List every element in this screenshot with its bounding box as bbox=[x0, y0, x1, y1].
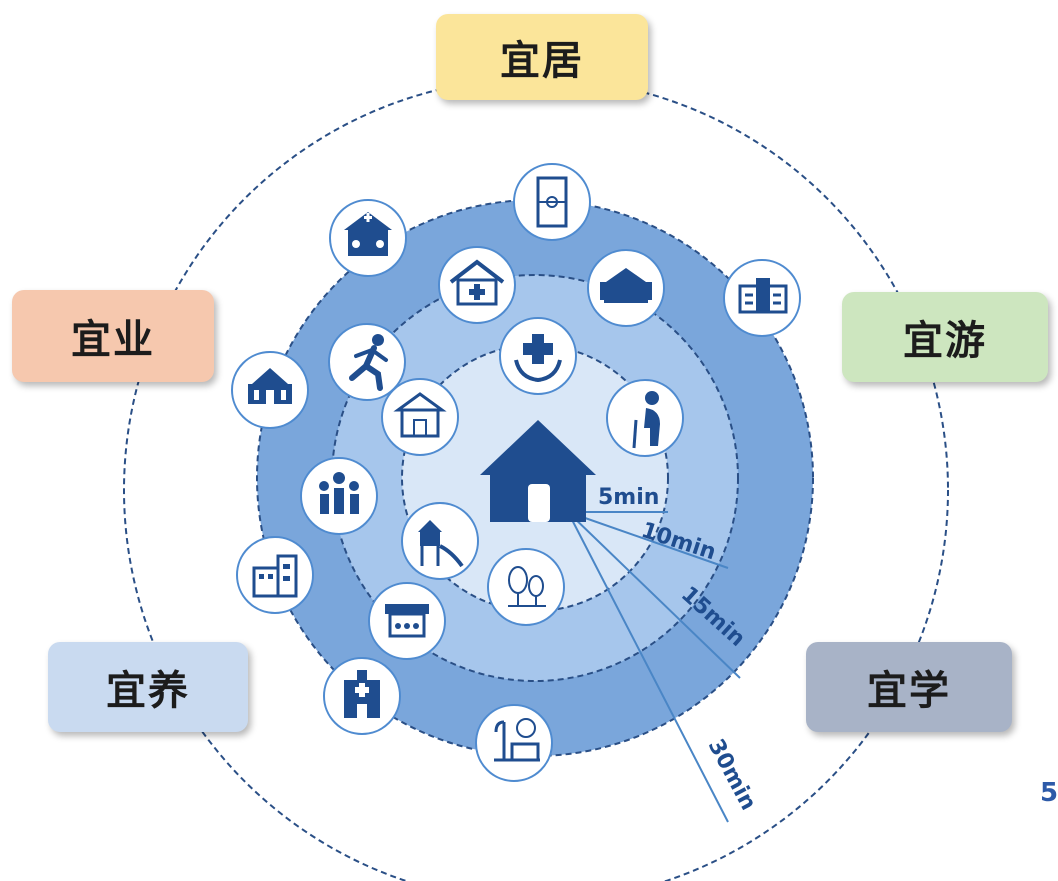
card-elderly-care: 宜养 bbox=[48, 642, 248, 732]
edge-text-fragment: 5 bbox=[1040, 778, 1058, 808]
label-5min: 5min bbox=[598, 485, 659, 510]
card-livable-label: 宜居 bbox=[500, 38, 584, 84]
card-education-label: 宜学 bbox=[867, 668, 951, 714]
market-stall-icon bbox=[368, 582, 446, 660]
clinic-house-icon bbox=[438, 246, 516, 324]
playground-slide-icon bbox=[401, 502, 479, 580]
hospital-icon bbox=[323, 657, 401, 735]
card-livable: 宜居 bbox=[436, 14, 648, 100]
apartment-block-icon bbox=[236, 536, 314, 614]
football-field-icon bbox=[513, 163, 591, 241]
runner-icon bbox=[328, 323, 406, 401]
medical-care-icon bbox=[499, 317, 577, 395]
card-business: 宜业 bbox=[12, 290, 214, 382]
government-building-icon bbox=[231, 351, 309, 429]
elderly-home-icon bbox=[587, 249, 665, 327]
home-icon bbox=[480, 420, 596, 522]
community-center-icon bbox=[329, 199, 407, 277]
card-tourism-label: 宜游 bbox=[903, 318, 987, 364]
trees-park-icon bbox=[487, 548, 565, 626]
family-activity-icon bbox=[300, 457, 378, 535]
card-elderly-care-label: 宜养 bbox=[106, 668, 190, 714]
label-30min: 30min bbox=[703, 735, 761, 815]
utility-station-icon bbox=[475, 704, 553, 782]
office-building-icon bbox=[723, 259, 801, 337]
school-icon bbox=[381, 378, 459, 456]
radius-lines bbox=[567, 511, 741, 823]
card-tourism: 宜游 bbox=[842, 292, 1048, 382]
card-business-label: 宜业 bbox=[71, 317, 155, 363]
elderly-person-icon bbox=[606, 379, 684, 457]
card-education: 宜学 bbox=[806, 642, 1012, 732]
